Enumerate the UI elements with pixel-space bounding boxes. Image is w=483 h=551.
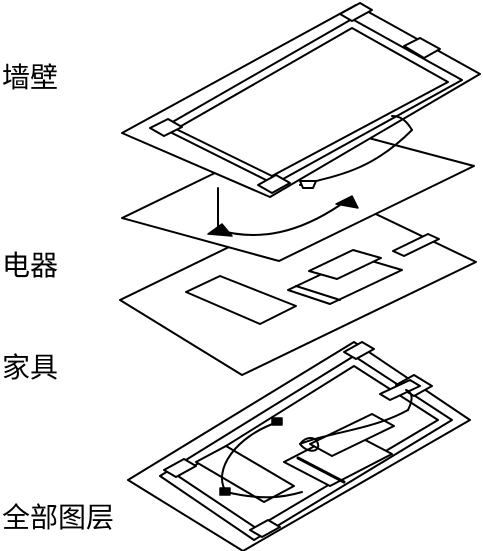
wall-door-gap-left [149, 118, 183, 137]
all-layers-combined [127, 341, 471, 551]
label-all-layers: 全部图层 [2, 501, 115, 534]
combined-door-gap-top [343, 341, 375, 360]
wire-anchor-left [207, 223, 233, 237]
appliance-socket-icon [299, 180, 317, 189]
wall-door-gap-right [403, 37, 441, 59]
combined-wire-anchor-left [219, 487, 231, 496]
wire-anchor-right [335, 195, 359, 209]
furniture-item-large [185, 275, 297, 325]
walls-layer-sheet [121, 2, 481, 198]
label-appliances: 电器 [2, 249, 59, 282]
combined-wire-anchor-top [271, 417, 283, 426]
appliance-wiring [207, 115, 413, 237]
label-walls: 墙壁 [2, 61, 59, 94]
furniture-item-thin-top [308, 249, 382, 280]
combined-door-gap-left [163, 458, 197, 478]
combined-furniture-small [379, 379, 421, 401]
furniture-item-small [392, 233, 440, 257]
combined-door-gap-bottom [249, 519, 281, 538]
label-furniture: 家具 [2, 351, 59, 384]
wall-door-gap-top [339, 2, 373, 22]
combined-furniture-large [195, 445, 295, 503]
wall-door-gap-bottom [257, 174, 291, 194]
